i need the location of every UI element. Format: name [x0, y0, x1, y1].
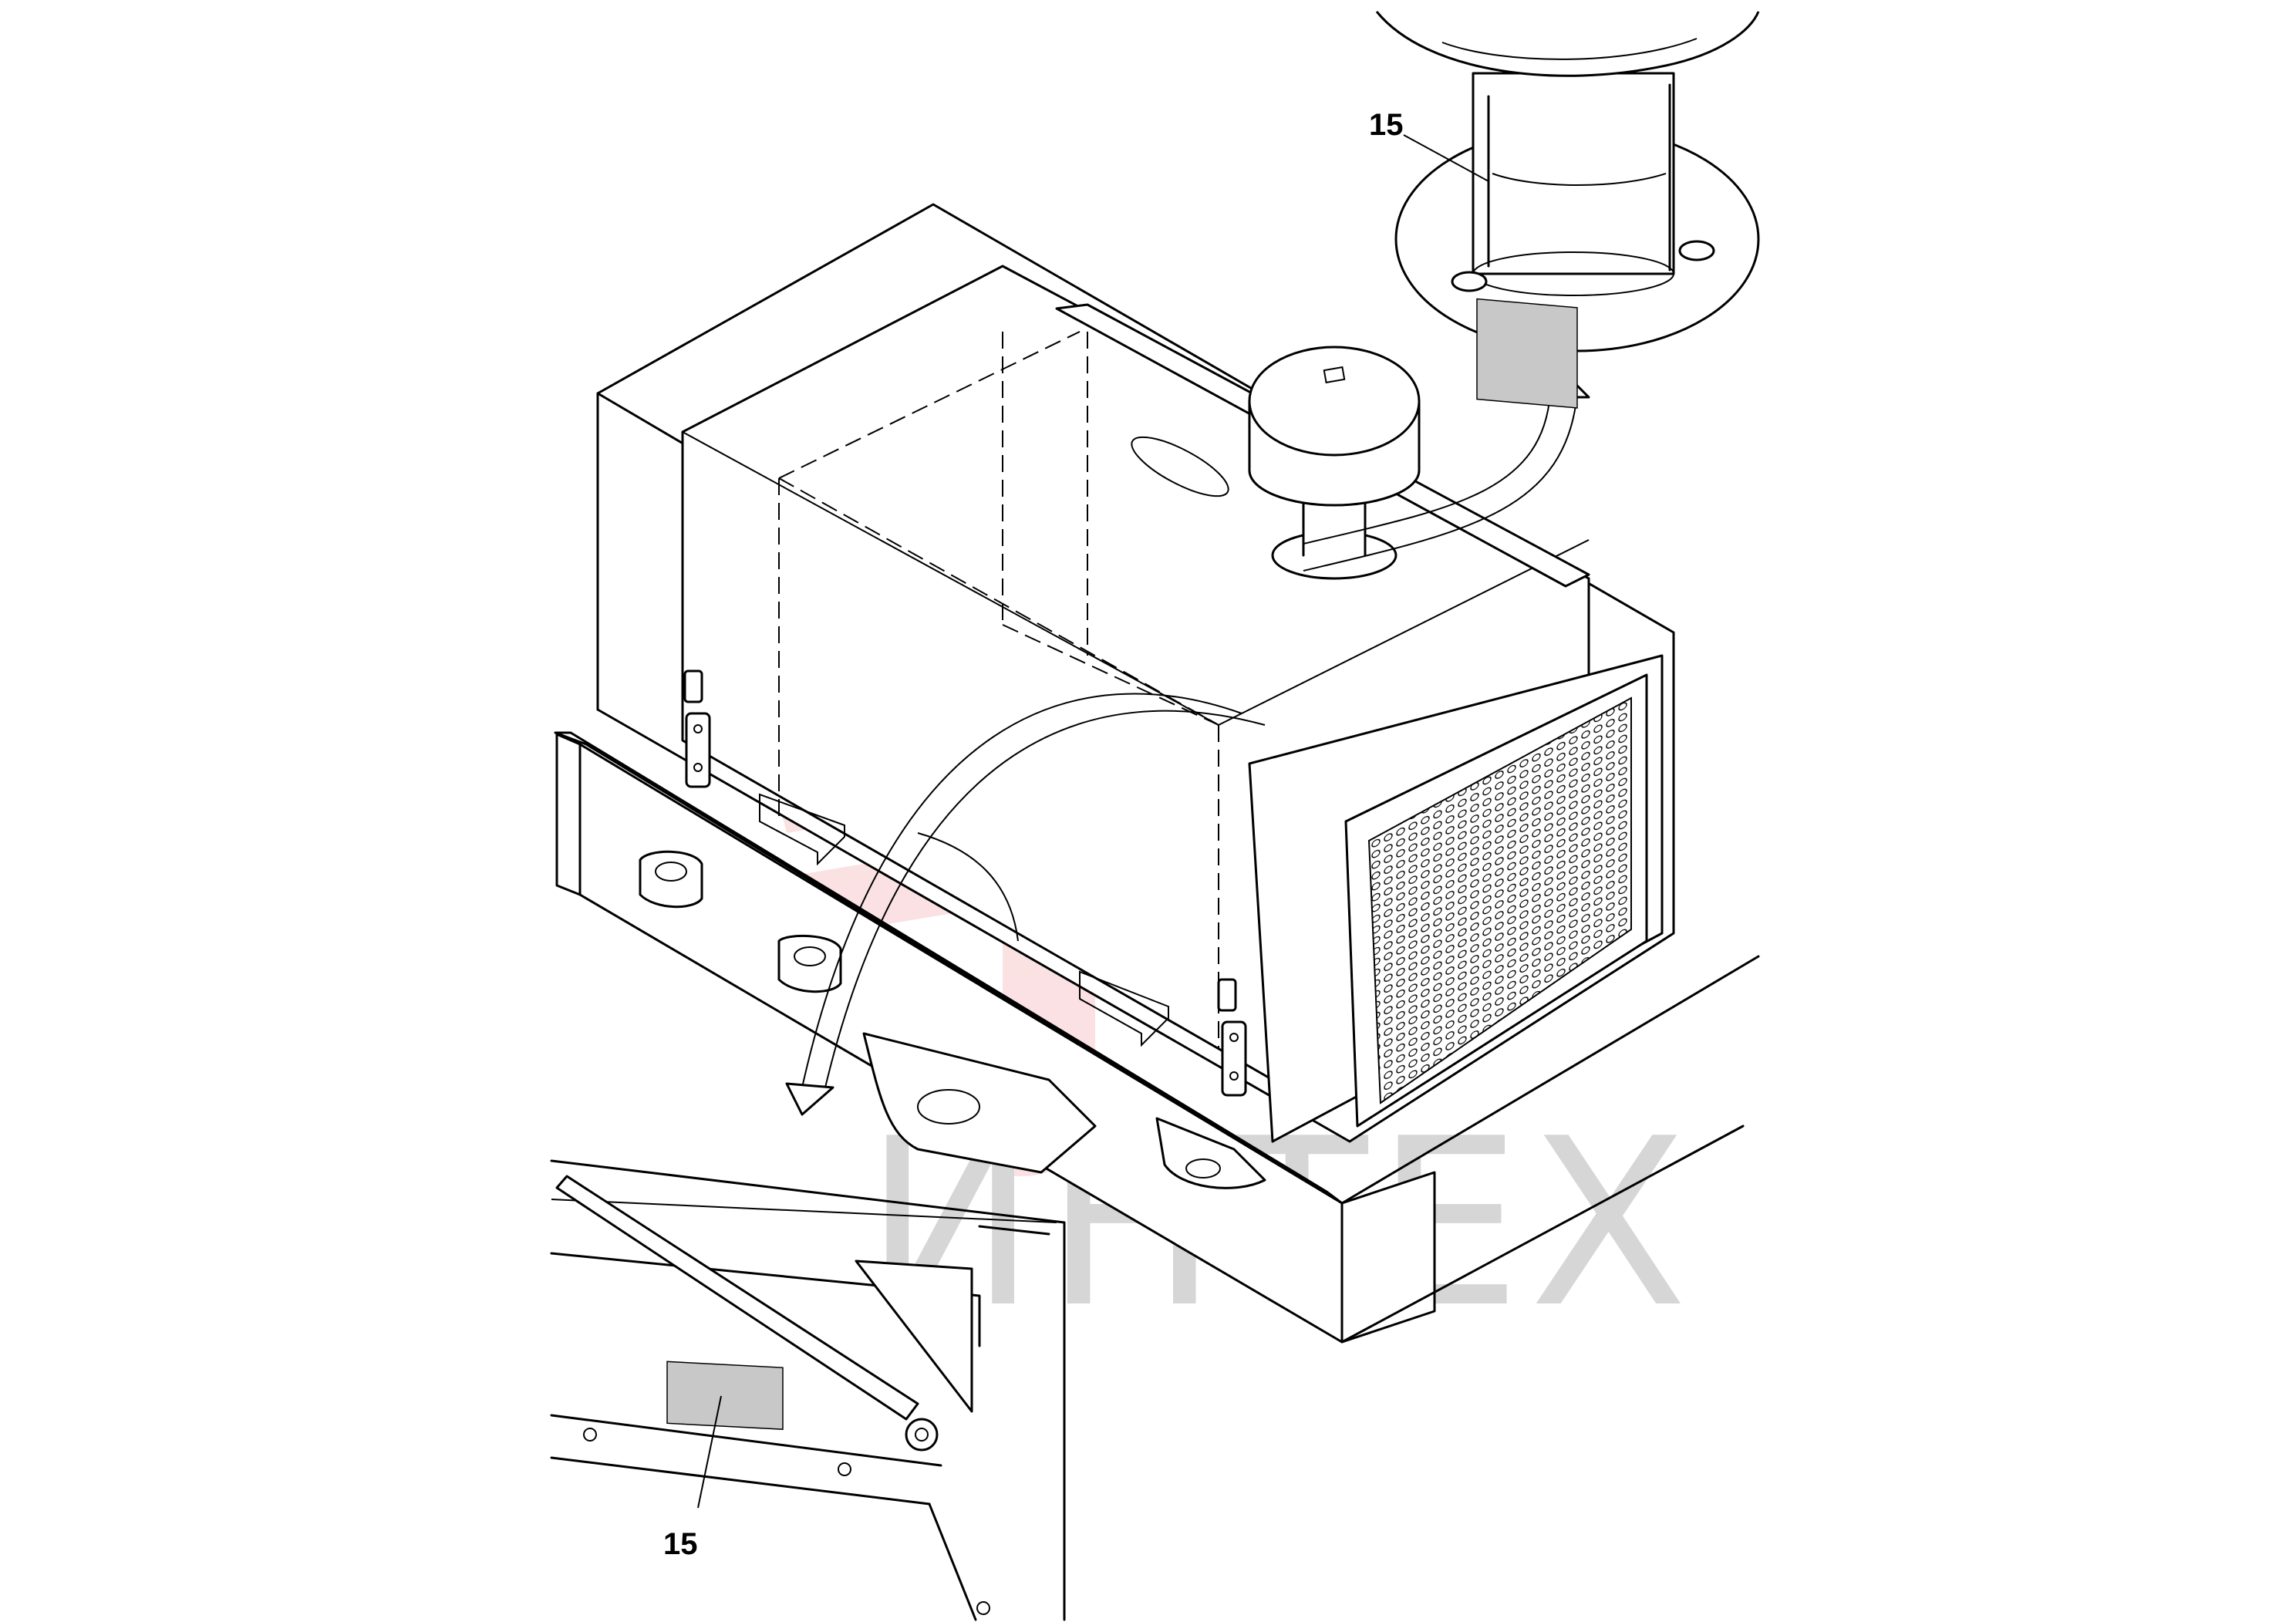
callout-top: 15 — [1369, 108, 1404, 142]
radiator-grille — [1248, 654, 1664, 1143]
latch — [1217, 978, 1237, 1012]
grille-perforation — [1367, 696, 1632, 1104]
bracket — [759, 793, 845, 866]
label-plate — [1476, 298, 1578, 409]
rod-joint — [905, 1418, 939, 1452]
callout-bottom: 15 — [663, 1527, 698, 1561]
air-filter — [1248, 346, 1421, 580]
bottom-detail-view — [550, 1159, 1066, 1621]
gusset — [855, 1259, 973, 1413]
label-plate — [666, 1361, 784, 1430]
latch — [683, 669, 703, 703]
latch — [1221, 1020, 1247, 1097]
bolt-icon — [1451, 271, 1488, 292]
support-rod — [555, 1175, 919, 1421]
bracket — [1079, 970, 1169, 1047]
base-frame — [554, 731, 1760, 1344]
lifting-eye — [1155, 1117, 1266, 1189]
bolt-icon — [1678, 240, 1715, 261]
arrow-to-bottom-detail — [785, 693, 1266, 1116]
top-detail-view — [1375, 11, 1760, 409]
mount-lug — [777, 934, 842, 993]
latch — [685, 712, 711, 788]
mount-lug — [639, 850, 703, 909]
